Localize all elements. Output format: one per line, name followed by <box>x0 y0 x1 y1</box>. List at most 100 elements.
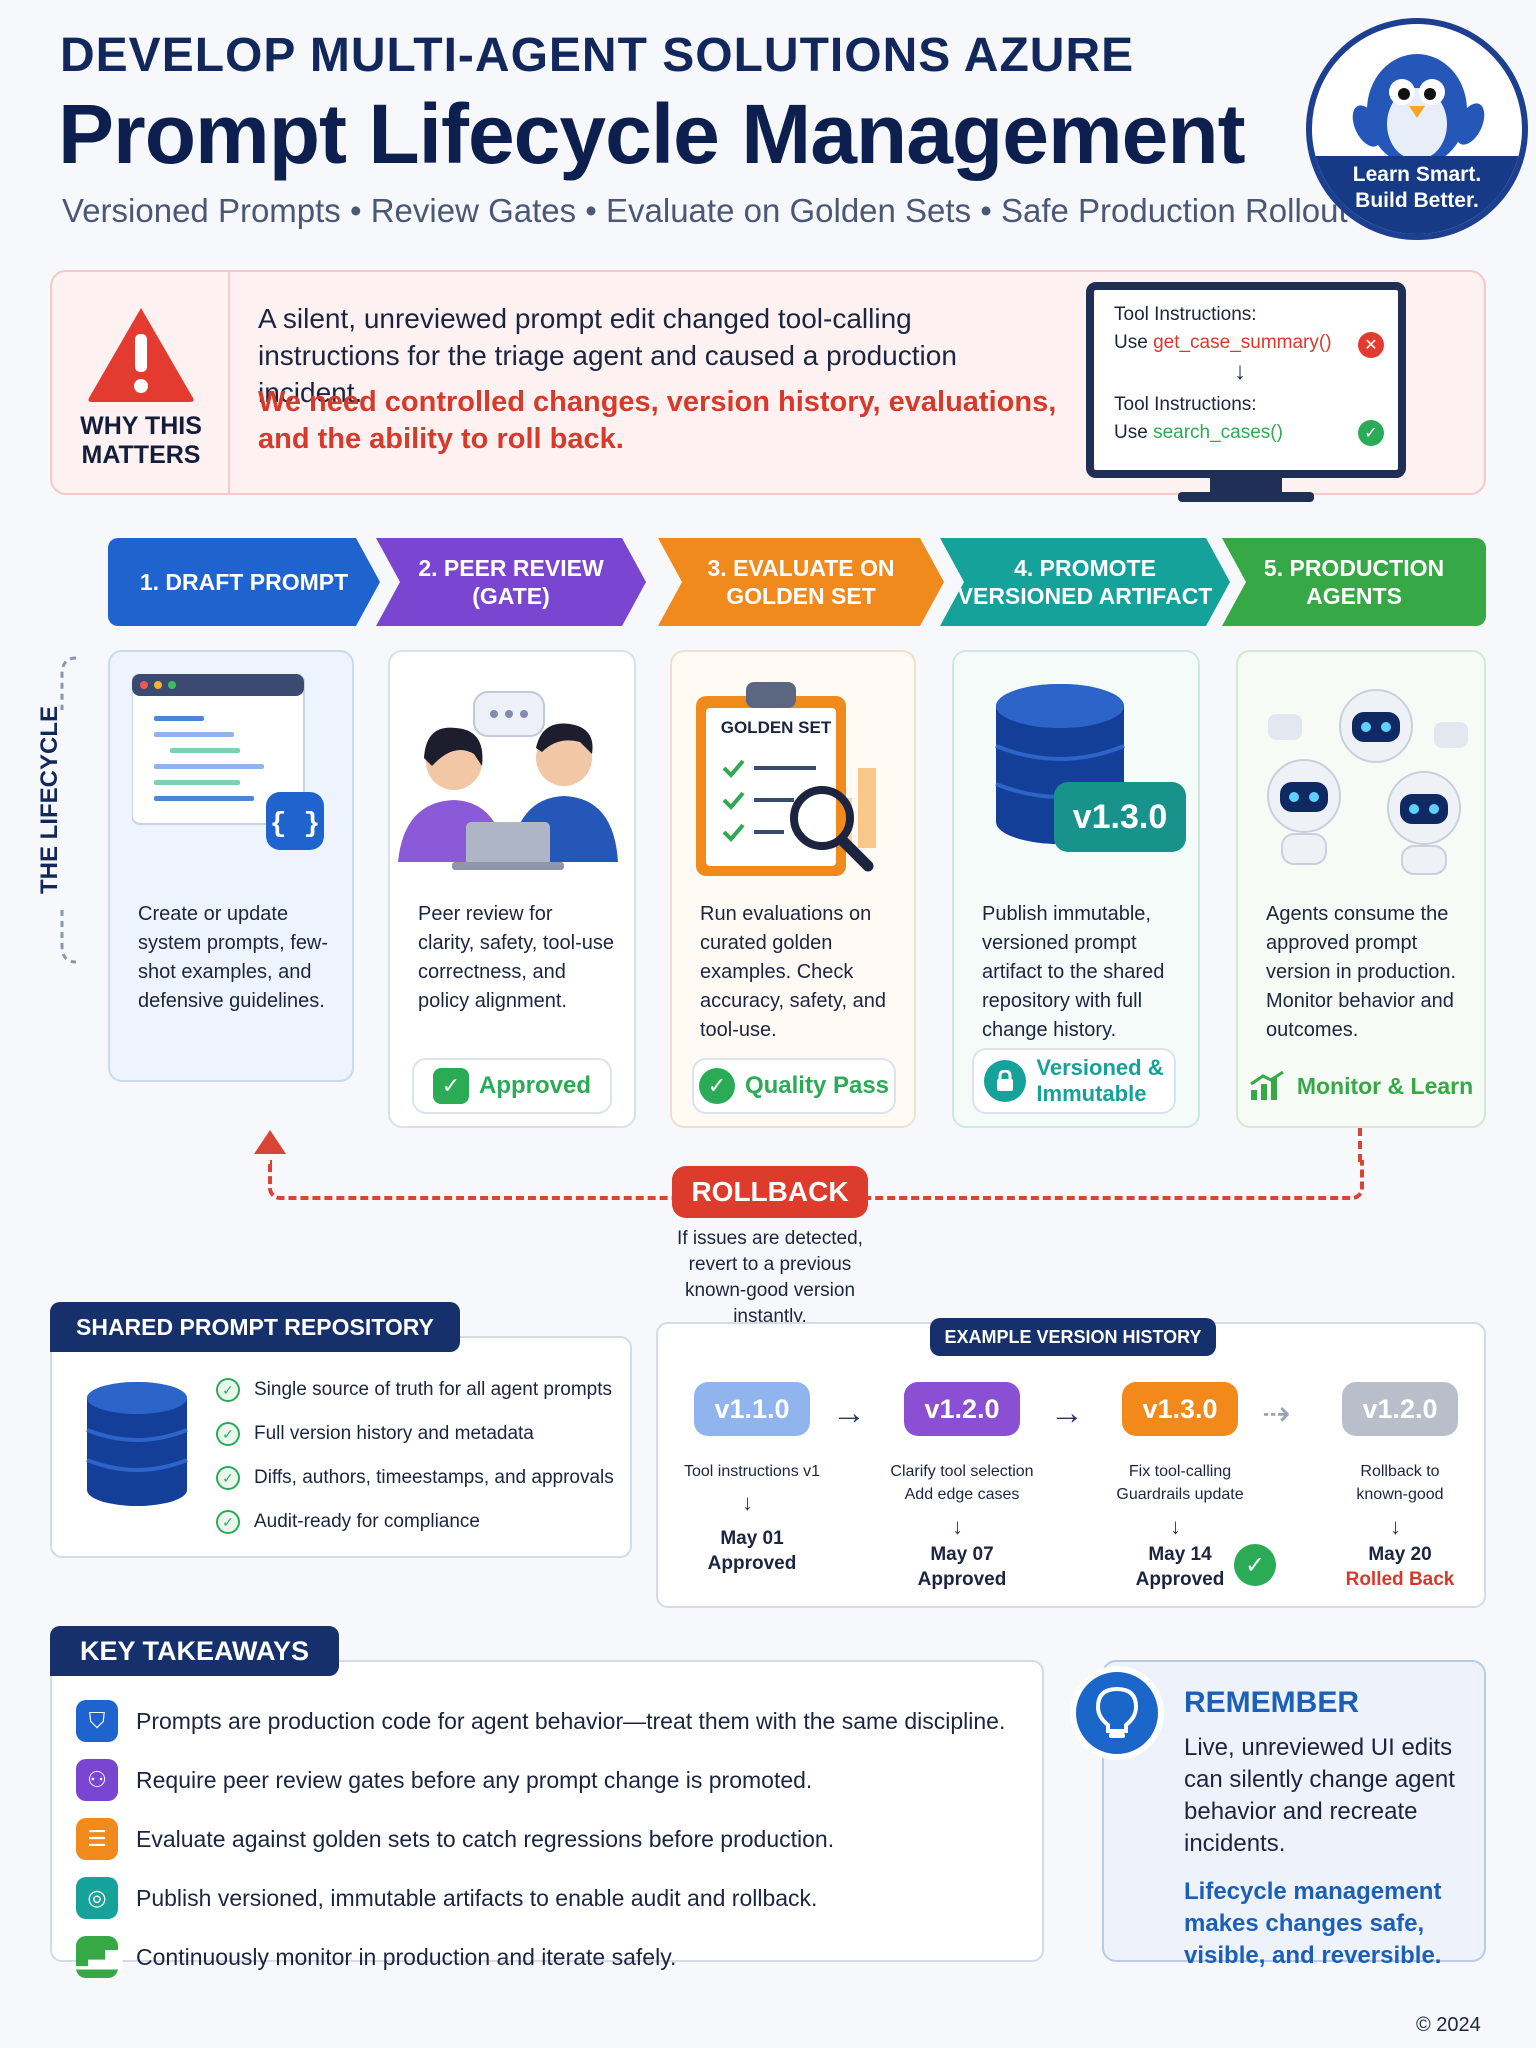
version-date: May 20 Rolled Back <box>1320 1542 1480 1592</box>
check-icon: ✓ <box>216 1466 240 1490</box>
step-1-card: { } Create or update system prompts, few… <box>108 650 354 1082</box>
lifecycle-side-label: THE LIFECYCLE <box>36 706 63 895</box>
people-icon: ⚇ <box>76 1759 118 1801</box>
version-status: Approved <box>917 1569 1007 1590</box>
repository-item-label: Diffs, authors, timeestamps, and approva… <box>254 1467 614 1488</box>
takeaway-text: Prompts are production code for agent be… <box>136 1707 1006 1734</box>
version-pill: v1.2.0 <box>1342 1382 1458 1436</box>
step-5-label: 5. PRODUCTION <box>1263 555 1445 581</box>
golden-set-label: GOLDEN SET <box>720 718 832 737</box>
takeaway-item: ☰Evaluate against golden sets to catch r… <box>76 1818 834 1860</box>
monitor-label-after: Tool Instructions: <box>1114 394 1257 415</box>
remember-title: REMEMBER <box>1184 1686 1360 1719</box>
version-desc-line: Clarify tool selection <box>890 1463 1034 1480</box>
badge-line-1: Learn Smart. <box>1352 163 1482 186</box>
peer-review-icon <box>398 691 618 870</box>
success-icon: ✓ <box>1358 420 1384 446</box>
monitor-use-word: Use <box>1114 332 1148 353</box>
check-icon: ✓ <box>216 1378 240 1402</box>
step-2-label-2: (GATE) <box>472 583 550 609</box>
takeaway-text: Continuously monitor in production and i… <box>136 1943 677 1970</box>
version-date-label: May 20 <box>1368 1544 1432 1565</box>
takeaway-text: Evaluate against golden sets to catch re… <box>136 1825 835 1852</box>
quality-pass-badge: ✓ Quality Pass <box>692 1058 896 1114</box>
why-emphasis: We need controlled changes, version hist… <box>258 386 1057 455</box>
why-label-line-1: WHY THIS <box>80 412 202 440</box>
approved-label: Approved <box>478 1072 591 1099</box>
lifecycle-bracket <box>36 650 86 964</box>
versioned-immutable-badge: Versioned & Immutable <box>972 1048 1176 1114</box>
check-circle-icon: ✓ <box>698 1068 735 1104</box>
version-history-panel <box>656 1322 1486 1608</box>
shield-check-icon: ✓ <box>432 1068 469 1104</box>
step-5-label-2: AGENTS <box>1306 583 1402 609</box>
rollback-path-right <box>1358 1128 1362 1162</box>
right-arrow-icon: → <box>1050 1394 1084 1432</box>
mascot-badge: Learn Smart. Build Better. <box>1306 18 1528 240</box>
version-pill: v1.2.0 <box>904 1382 1020 1436</box>
repository-database-icon <box>86 1382 188 1506</box>
repository-item: ✓ Diffs, authors, timeestamps, and approv… <box>216 1466 614 1490</box>
version-desc-line: Rollback to <box>1360 1463 1440 1480</box>
repository-item-label: Audit-ready for compliance <box>254 1511 480 1532</box>
monitor-before-line: Use get_case_summary() <box>1114 332 1332 354</box>
step-4-text: Publish immutable, versioned prompt arti… <box>982 903 1165 1041</box>
step-1-header: 1. DRAFT PROMPT <box>108 538 380 626</box>
takeaway-item: ▁▃▆Continuously monitor in production an… <box>72 1936 677 1978</box>
version-desc-line: Tool instructions v1 <box>683 1463 821 1480</box>
database-icon: ◎ <box>76 1877 118 1919</box>
monitor-before-call: get_case_summary() <box>1153 332 1332 353</box>
artifact-version-label: v1.3.0 <box>1072 797 1168 836</box>
down-arrow-icon: ↓ <box>742 1490 753 1515</box>
prompt-editor-icon: { } <box>132 674 324 850</box>
approved-badge: ✓ Approved <box>412 1058 612 1114</box>
step-2-card: Peer review for clarity, safety, tool-us… <box>388 650 636 1128</box>
down-arrow-icon: ↓ <box>1390 1514 1401 1539</box>
takeaway-item: ⚇Require peer review gates before any pr… <box>76 1759 812 1801</box>
takeaway-item: ◎ Publish versioned, immutable artifacts … <box>76 1877 817 1919</box>
approved-check-icon: ✓ <box>1234 1544 1276 1586</box>
step-4-label: 4. PROMOTE <box>1014 555 1156 581</box>
why-label-cell: WHY THIS MATTERS <box>52 272 230 493</box>
step-3-text: Run evaluations on curated golden exampl… <box>700 903 887 1041</box>
remember-panel <box>1102 1660 1486 1962</box>
step-4-card: v1.3.0 Publish immutable, versioned prom… <box>952 650 1200 1128</box>
lock-icon <box>984 1060 1027 1102</box>
rollback-arrow-icon <box>254 1130 286 1154</box>
badge-band <box>1312 156 1522 234</box>
step-1-text: Create or update system prompts, few-sho… <box>138 903 329 1012</box>
step-2-header: 2. PEER REVIEW(GATE) <box>376 538 646 626</box>
versioned-label: Versioned & <box>1036 1055 1164 1080</box>
remember-text: Live, unreviewed UI edits can silently c… <box>1184 1734 1455 1857</box>
quality-pass-label: Quality Pass <box>744 1072 890 1099</box>
version-label: v1.2.0 <box>924 1393 1000 1424</box>
monitor-use-word-2: Use <box>1114 422 1148 443</box>
repository-item: ✓ Single source of truth for all agent pr… <box>216 1378 612 1402</box>
step-3-label-2: GOLDEN SET <box>726 583 876 609</box>
monitor-label-before: Tool Instructions: <box>1114 304 1257 325</box>
step-1-label: 1. DRAFT PROMPT <box>139 569 349 595</box>
repository-item-label: Single source of truth for all agent pro… <box>254 1379 613 1400</box>
check-icon: ✓ <box>216 1422 240 1446</box>
badge-line-2: Build Better. <box>1355 189 1479 212</box>
takeaway-item: ⛉Prompts are production code for agent b… <box>76 1700 1005 1742</box>
warning-icon <box>88 308 194 402</box>
step-5-card: Agents consume the approved prompt versi… <box>1236 650 1486 1128</box>
step-5-text: Agents consume the approved prompt versi… <box>1266 903 1457 1041</box>
version-pill: v1.3.0 <box>1122 1382 1238 1436</box>
repository-title: SHARED PROMPT REPOSITORY <box>50 1302 460 1352</box>
version-history-title: EXAMPLE VERSION HISTORY <box>930 1318 1216 1356</box>
down-arrow-icon: ↓ <box>952 1514 963 1539</box>
error-icon: ✕ <box>1358 332 1384 358</box>
header-kicker: DEVELOP MULTI-AGENT SOLUTIONS AZURE <box>60 29 1135 82</box>
takeaway-text: Publish versioned, immutable artifacts t… <box>136 1884 818 1911</box>
step-3-label: 3. EVALUATE ON <box>707 555 895 581</box>
version-status: Rolled Back <box>1345 1569 1455 1590</box>
monitor-base <box>1178 492 1314 502</box>
